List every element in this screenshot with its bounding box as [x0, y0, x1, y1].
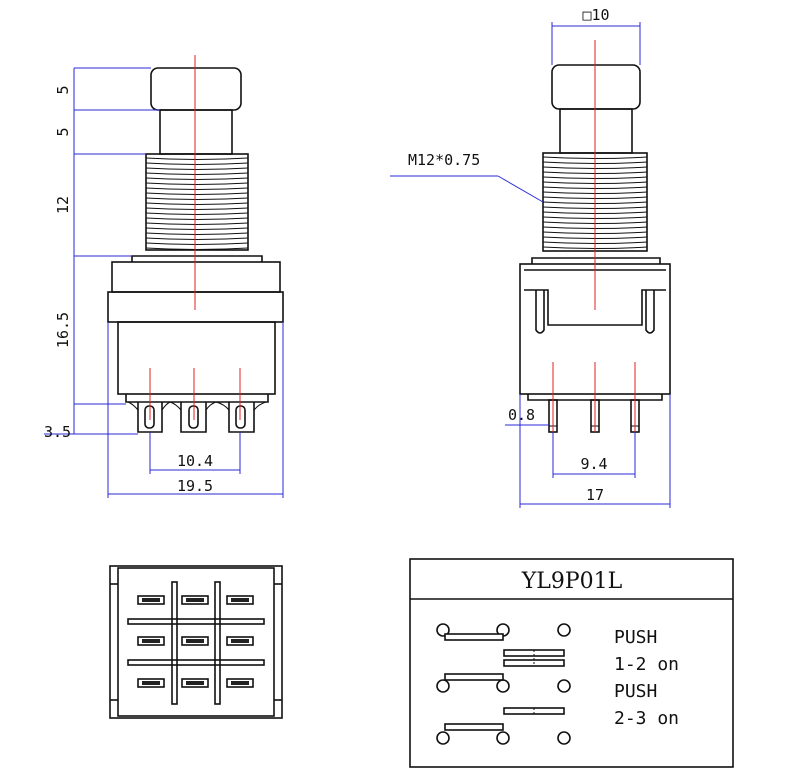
contact-2-mid — [496, 679, 510, 693]
side-clip-left — [535, 290, 545, 334]
dim-thread-length: 12 — [54, 196, 72, 214]
front-pin-base — [125, 394, 269, 403]
side-clip-right — [645, 290, 655, 334]
bridge-2 — [444, 673, 504, 681]
dim-pin-span: 10.4 — [177, 452, 213, 470]
side-view: □10 M12*0.75 0.8 9.4 17 — [390, 6, 671, 508]
front-collar — [131, 255, 263, 262]
side-pins — [548, 399, 640, 433]
front-thread — [145, 153, 249, 251]
front-neck — [159, 109, 233, 155]
legend-line-4: 2-3 on — [614, 708, 679, 729]
dim-side-pin-span: 9.4 — [580, 455, 607, 473]
contact-3-mid — [496, 731, 510, 745]
schematic-model: YL9P01L — [521, 569, 623, 594]
contact-3-left — [436, 731, 450, 745]
dim-thread-spec: M12*0.75 — [408, 151, 480, 169]
front-vertical-dimensions: 5 5 12 16.5 3.5 — [44, 67, 160, 441]
dim-pin-diameter: 0.8 — [508, 406, 535, 424]
dim-body-height: 16.5 — [54, 312, 72, 348]
contact-1-right — [557, 623, 571, 637]
bridge-1 — [444, 633, 504, 641]
dim-neck-height: 5 — [54, 127, 72, 136]
dim-pin-length: 3.5 — [44, 423, 71, 441]
front-body-upper — [111, 261, 281, 293]
dim-side-body-width: 17 — [586, 486, 604, 504]
side-neck — [559, 108, 633, 154]
contact-2-right — [557, 679, 571, 693]
front-cap — [150, 67, 242, 111]
side-cap — [551, 64, 641, 110]
contact-1-left — [436, 623, 450, 637]
bottom-pad-grid — [137, 595, 254, 688]
front-view: 5 5 12 16.5 3.5 10.4 19.5 — [44, 55, 284, 498]
schematic: YL9P01L PUSH 1-2 on PUSH 2-3 on — [409, 558, 734, 768]
bottom-view — [109, 565, 283, 719]
front-body-lower — [117, 321, 276, 395]
contact-3-right — [557, 731, 571, 745]
contact-2-left — [436, 679, 450, 693]
legend-line-3: PUSH — [614, 681, 657, 702]
side-dimensions: □10 M12*0.75 0.8 9.4 17 — [390, 6, 671, 508]
dim-cap-square: □10 — [582, 6, 609, 24]
front-pins — [127, 401, 267, 433]
side-collar — [531, 257, 661, 264]
legend-line-2: 1-2 on — [614, 654, 679, 675]
bridge-3 — [444, 723, 504, 731]
schematic-frame — [409, 558, 734, 768]
dim-body-width: 19.5 — [177, 477, 213, 495]
dim-cap-height: 5 — [54, 85, 72, 94]
front-horizontal-dimensions: 10.4 19.5 — [107, 322, 284, 498]
legend-line-1: PUSH — [614, 627, 657, 648]
